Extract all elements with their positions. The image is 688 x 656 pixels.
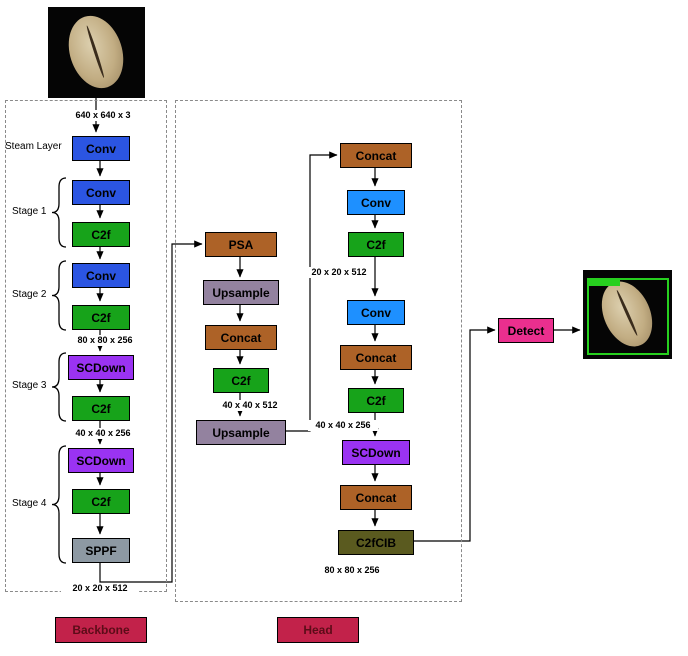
coffee-bean <box>59 8 133 96</box>
head-concat-2: Concat <box>340 345 412 370</box>
dim-right-80: 80 x 80 x 256 <box>313 565 391 576</box>
head-concat-1: Concat <box>340 143 412 168</box>
detection-bounding-box <box>587 278 669 355</box>
dim-40: 40 x 40 x 256 <box>64 428 142 439</box>
backbone-conv-stem: Conv <box>72 136 130 161</box>
head-scdown: SCDown <box>342 440 410 465</box>
backbone-c2f-4: C2f <box>72 489 130 514</box>
backbone-c2f-1: C2f <box>72 222 130 247</box>
stage3-label: Stage 3 <box>12 380 47 391</box>
head-c2f-left: C2f <box>213 368 269 393</box>
head-c2f-1: C2f <box>348 232 404 257</box>
dim-right-20: 20 x 20 x 512 <box>304 267 374 278</box>
head-conv-1: Conv <box>347 190 405 215</box>
detection-score-tag <box>588 279 620 286</box>
head-legend: Head <box>277 617 359 643</box>
backbone-conv-2: Conv <box>72 263 130 288</box>
dim-40-512: 40 x 40 x 512 <box>211 400 289 411</box>
backbone-sppf: SPPF <box>72 538 130 563</box>
head-upsample-1: Upsample <box>203 280 279 305</box>
backbone-conv-1: Conv <box>72 180 130 205</box>
backbone-c2f-2: C2f <box>72 305 130 330</box>
head-box <box>175 100 462 602</box>
head-concat-left: Concat <box>205 325 277 350</box>
output-detection-image <box>583 270 672 359</box>
head-c2f-2: C2f <box>348 388 404 413</box>
steam-layer-label: Steam Layer <box>5 141 62 152</box>
head-c2fcib: C2fCIB <box>338 530 414 555</box>
backbone-scdown-1: SCDown <box>68 355 134 380</box>
dim-input: 640 x 640 x 3 <box>64 110 142 121</box>
backbone-legend: Backbone <box>55 617 147 643</box>
backbone-box <box>5 100 167 592</box>
head-psa: PSA <box>205 232 277 257</box>
stage4-label: Stage 4 <box>12 498 47 509</box>
input-bean-image <box>48 7 145 98</box>
head-concat-3: Concat <box>340 485 412 510</box>
dim-80: 80 x 80 x 256 <box>66 335 144 346</box>
dim-right-40: 40 x 40 x 256 <box>308 420 378 431</box>
detect-block: Detect <box>498 318 554 343</box>
dim-20: 20 x 20 x 512 <box>61 583 139 594</box>
stage1-label: Stage 1 <box>12 206 47 217</box>
stage2-label: Stage 2 <box>12 289 47 300</box>
backbone-scdown-2: SCDown <box>68 448 134 473</box>
backbone-c2f-3: C2f <box>72 396 130 421</box>
head-conv-2: Conv <box>347 300 405 325</box>
head-upsample-2: Upsample <box>196 420 286 445</box>
